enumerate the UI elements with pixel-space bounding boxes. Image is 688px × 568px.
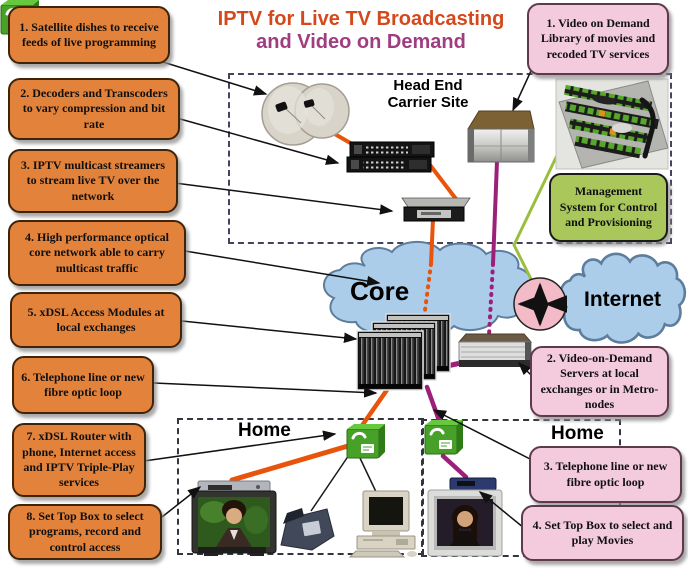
management-console-icon	[555, 78, 669, 170]
diagram-title: IPTV for Live TV Broadcasting and Video …	[206, 8, 516, 54]
metro-vod-server-icon	[457, 333, 533, 367]
callout-multicast-streamers: 3. IPTV multicast streamers to stream li…	[8, 149, 178, 213]
home-right-label: Home	[551, 423, 604, 444]
callout-set-top-box-left: 8. Set Top Box to select programs, recor…	[8, 504, 162, 560]
callout-satellite-dishes: 1. Satellite dishes to receive feeds of …	[8, 6, 170, 64]
desktop-computer-icon	[348, 490, 417, 558]
callout-optical-core: 4. High performance optical core network…	[8, 220, 186, 286]
callout-set-top-box-right: 4. Set Top Box to select and play Movies	[521, 505, 684, 561]
head-end-region-box	[228, 73, 672, 244]
vod-library-server-icon	[467, 110, 535, 163]
callout-vod-library: 1. Video on Demand Library of movies and…	[527, 3, 669, 75]
tv-set-top-box-icon-left	[191, 480, 277, 556]
callout-decoders: 2. Decoders and Transcoders to vary comp…	[8, 78, 180, 140]
diagram-title-line2: and Video on Demand	[256, 31, 466, 53]
management-green-link	[512, 146, 563, 286]
internet-label: Internet	[584, 288, 662, 311]
core-label: Core	[350, 276, 410, 306]
home-lan-links	[310, 451, 379, 512]
core-router-icon	[513, 277, 567, 331]
callout-pointer-arrows	[143, 57, 537, 529]
head-end-label: Head End Carrier Site	[387, 77, 469, 112]
home-left-region-box	[177, 418, 424, 555]
management-system-box: Management System for Control and Provis…	[549, 173, 668, 242]
callout-xdsl-access-modules: 5. xDSL Access Modules at local exchange…	[10, 292, 182, 348]
xdsl-router-icon-right	[423, 418, 465, 456]
telephone-icon	[280, 508, 335, 551]
decoder-transcoder-rack-icon	[346, 141, 435, 173]
satellite-dishes-icon	[261, 82, 350, 146]
xdsl-access-modules-icon	[356, 313, 451, 391]
iptv-multicast-streamer-icon	[401, 197, 471, 222]
diagram-title-line1: IPTV for Live TV Broadcasting	[217, 8, 505, 30]
callout-vod-servers: 2. Video-on-Demand Servers at local exch…	[530, 346, 669, 417]
callout-telephone-line-left: 6. Telephone line or new fibre optic loo…	[12, 356, 154, 414]
tv-set-top-box-icon-right	[427, 477, 503, 557]
xdsl-router-icon-left	[345, 422, 387, 460]
home-left-label: Home	[238, 420, 291, 441]
callout-telephone-line-right: 3. Telephone line or new fibre optic loo…	[529, 446, 682, 503]
callout-xdsl-router: 7. xDSL Router with phone, Internet acce…	[12, 423, 146, 497]
